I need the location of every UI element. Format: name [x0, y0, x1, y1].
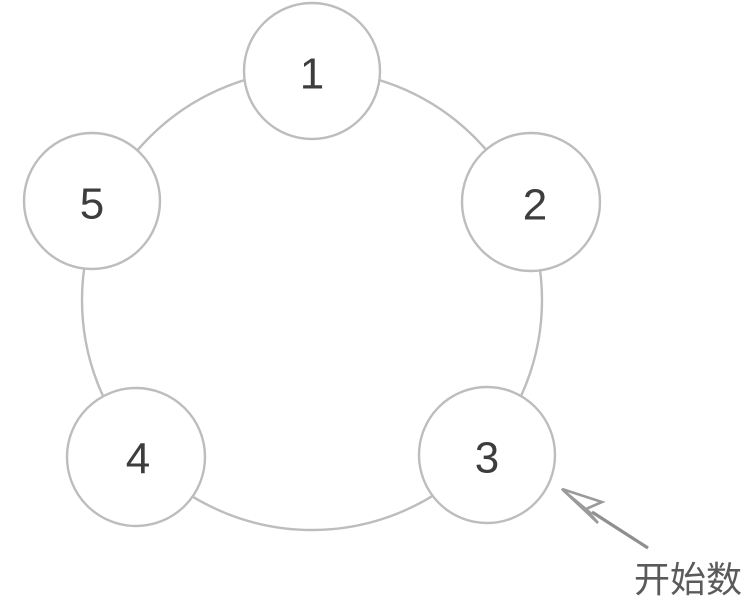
- node-2[interactable]: 2: [460, 131, 602, 273]
- node-2-label: 2: [523, 181, 547, 230]
- node-5[interactable]: 5: [22, 131, 162, 271]
- node-3-circle[interactable]: [417, 385, 557, 525]
- node-4-circle[interactable]: [65, 386, 207, 528]
- node-1-circle[interactable]: [242, 1, 382, 141]
- start-count-annotation-label: 开始数: [634, 560, 743, 601]
- arrow-shaft-line: [591, 510, 649, 550]
- node-4[interactable]: 4: [65, 386, 207, 528]
- node-5-circle[interactable]: [22, 131, 162, 271]
- node-3[interactable]: 3: [417, 385, 557, 525]
- node-1[interactable]: 1: [242, 1, 382, 141]
- node-2-circle[interactable]: [460, 131, 602, 273]
- node-3-label: 3: [475, 434, 499, 483]
- node-group: 1 2 3 4 5: [22, 1, 602, 528]
- annotation-arrow: [561, 487, 649, 550]
- arrow-head-inner-line-icon: [561, 488, 593, 515]
- node-5-label: 5: [80, 180, 104, 229]
- node-1-label: 1: [300, 50, 324, 99]
- node-4-label: 4: [126, 435, 150, 484]
